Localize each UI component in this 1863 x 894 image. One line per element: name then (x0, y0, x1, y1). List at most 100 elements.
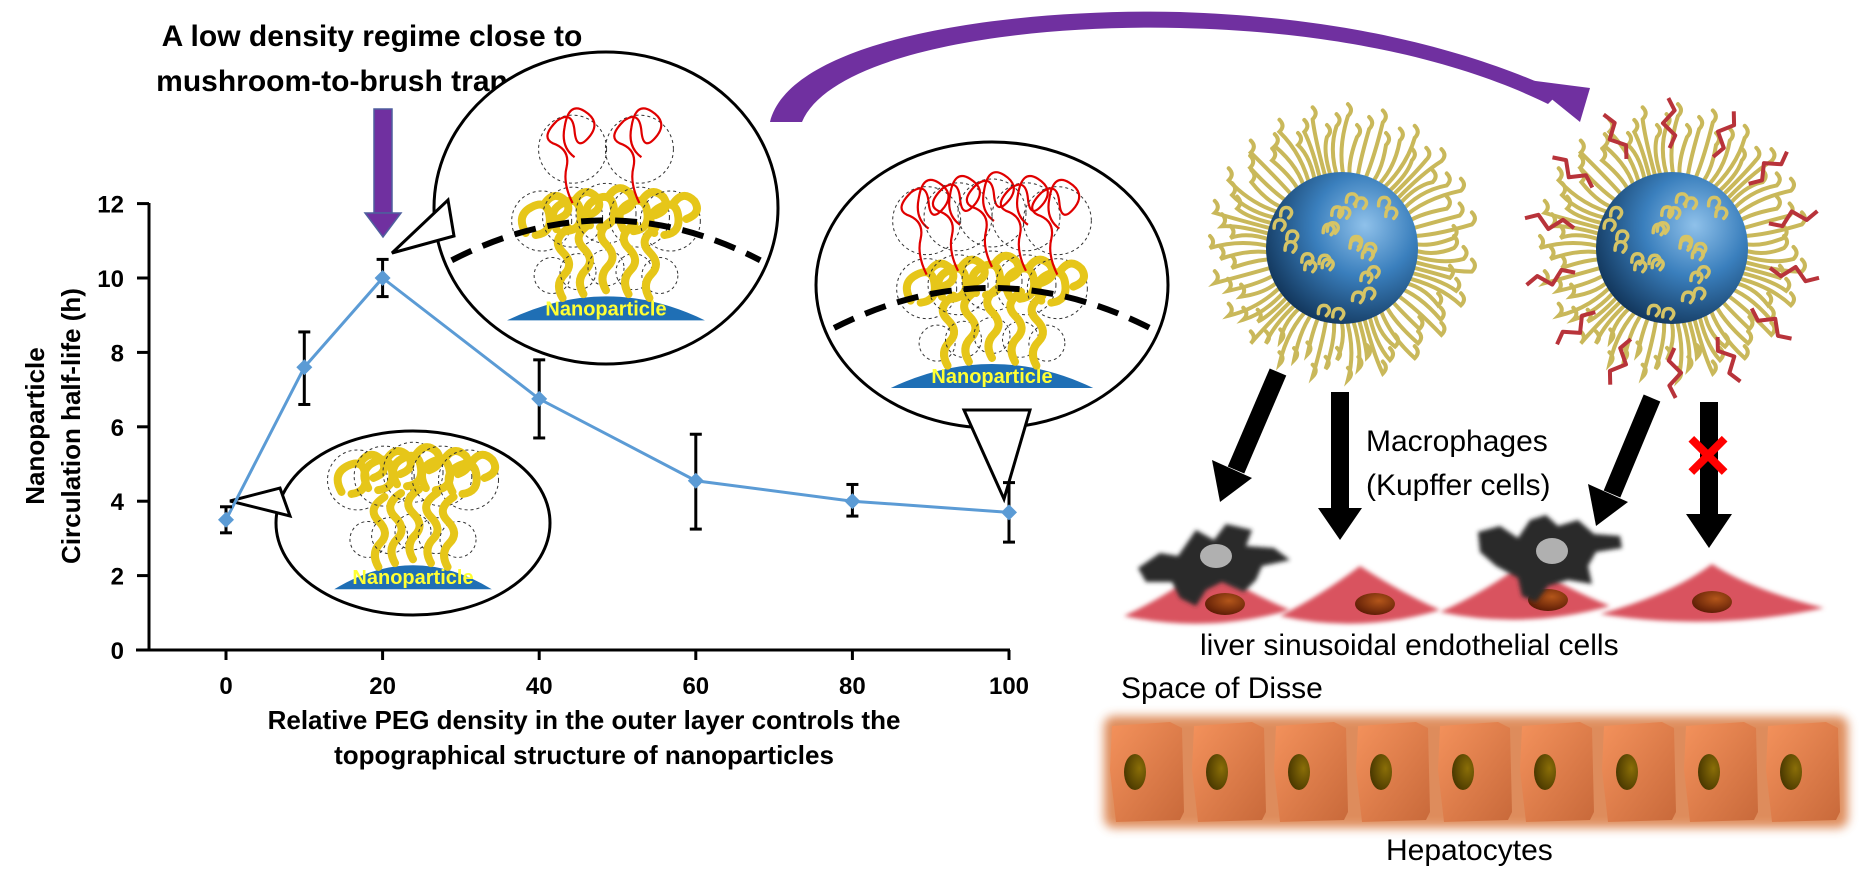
chart-area: 0 2 4 6 8 10 12 0 20 40 60 80 100 Nanoparticle Circ… (20, 192, 1029, 770)
peg-chain-red (965, 171, 1015, 268)
callout-bubble-100: Nanoparticle (814, 140, 1170, 504)
peg-chain-yellow (389, 443, 444, 564)
dashed-boundary (832, 285, 1152, 331)
peg-chain-red (1660, 97, 1678, 149)
peg-chain-red (1555, 310, 1596, 346)
x-tick-label: 100 (989, 673, 1029, 700)
callout-bubble-20: Nanoparticle (390, 50, 780, 366)
peg-chain-red (613, 107, 663, 204)
x-tick-label: 40 (526, 673, 553, 700)
macrophages-label: Macrophages (1366, 425, 1548, 458)
hepatocyte-nucleus (1206, 754, 1228, 790)
headline-line-1: A low density regime close to (162, 20, 583, 53)
hepatocyte-nucleus (1370, 754, 1392, 790)
uptake-arrow-icon (1212, 368, 1287, 502)
blocked-x-icon: ✕ (1682, 423, 1734, 492)
endothelial-nucleus (1692, 591, 1732, 613)
peg-chain-red (999, 174, 1049, 272)
peg-chain-red (1524, 212, 1576, 232)
hepatocyte-cell (1438, 722, 1512, 822)
x-tick-label: 80 (839, 673, 866, 700)
data-point (1001, 504, 1017, 521)
curved-purple-arrow-icon (770, 11, 1590, 122)
hepatocyte-nucleus (1534, 754, 1556, 790)
hepatocyte-cell (1274, 722, 1348, 822)
nanoparticle-label: Nanoparticle (931, 366, 1052, 388)
y-tick-label: 8 (111, 340, 124, 367)
uptake-arrow-icon (1588, 394, 1661, 526)
peg-chain-red (1768, 209, 1819, 229)
hepatocytes-label: Hepatocytes (1386, 834, 1553, 867)
peg-chain-yellow (615, 188, 671, 299)
data-point (218, 511, 234, 528)
peg-chain-red (1552, 155, 1595, 189)
macrophage-nucleus (1536, 538, 1568, 564)
nanoparticle-sphere-uniform (1208, 102, 1477, 387)
peg-chain-red (1602, 112, 1629, 160)
dashed-boundary (450, 217, 762, 263)
endothelial-label: liver sinusoidal endothelial cells (1200, 629, 1619, 662)
peg-chain-red (1525, 267, 1576, 287)
data-point (531, 390, 548, 407)
peg-chain-red (1711, 111, 1737, 159)
y-tick-label: 4 (111, 489, 125, 516)
peg-chain-red (1748, 150, 1789, 186)
hepatocyte-cell (1192, 722, 1266, 822)
x-tick-label: 0 (219, 673, 232, 700)
uptake-arrow-icon (1318, 392, 1362, 540)
hepatocyte-cell (1684, 722, 1758, 822)
nanoparticle-sphere-two-layer (1524, 97, 1820, 399)
hepatocyte-nucleus (1616, 754, 1638, 790)
endothelial-cell (1280, 566, 1440, 624)
data-point (374, 270, 391, 286)
hepatocyte-cell (1356, 722, 1430, 822)
hepatocyte-cell (1602, 722, 1676, 822)
hepatocyte-nucleus (1124, 754, 1146, 790)
nanoparticle-label: Nanoparticle (352, 567, 473, 589)
data-point (296, 359, 313, 376)
peg-chain-red (1715, 336, 1742, 384)
hepatocyte-nucleus (1452, 754, 1474, 790)
nanoparticle-cap (334, 565, 492, 590)
macrophage-nucleus (1200, 544, 1232, 568)
peg-chain-red (900, 178, 950, 276)
x-tick-label: 20 (369, 673, 396, 700)
y-axis-label-line-1: Nanoparticle (20, 347, 50, 505)
y-tick-label: 10 (97, 266, 124, 293)
callout-bubble-0: Nanoparticle (229, 429, 552, 617)
endothelial-nucleus (1205, 593, 1245, 615)
data-point (687, 472, 704, 489)
peg-chain-red (1749, 307, 1792, 341)
hepatocyte-cell (1766, 722, 1840, 822)
uptake-arrows (1212, 368, 1732, 548)
peg-chain-red (1607, 337, 1633, 385)
peg-chain-red (1768, 264, 1820, 284)
y-tick-label: 0 (111, 638, 124, 665)
nanoparticle-sphere (1266, 172, 1418, 324)
nanoparticle-cap (890, 363, 1094, 388)
x-axis-label-line-2: topographical structure of nanoparticles (334, 740, 834, 770)
hepatocyte-cell (1520, 722, 1594, 822)
x-tick-label: 60 (682, 673, 709, 700)
nanoparticle-label: Nanoparticle (545, 298, 666, 320)
y-tick-label: 2 (111, 564, 124, 591)
peg-chain-yellow (640, 191, 701, 303)
nanoparticle-cap (507, 296, 705, 321)
endothelial-nucleus (1355, 593, 1395, 615)
endothelial-cell (1124, 566, 1290, 624)
kupffer-label: (Kupffer cells) (1366, 469, 1551, 502)
hepatocyte-nucleus (1288, 754, 1310, 790)
peg-chain-red (931, 174, 981, 272)
hepatocyte-nucleus (1698, 754, 1720, 790)
hepatocyte-cell (1110, 722, 1184, 822)
y-tick-label: 12 (97, 192, 124, 219)
y-tick-label: 6 (111, 415, 124, 442)
peg-chain-yellow (438, 450, 500, 571)
nanoparticle-sphere (1596, 172, 1748, 324)
y-axis-label-line-2: Circulation half-life (h) (56, 288, 86, 564)
peg-chain-yellow (1027, 259, 1088, 370)
hepatocyte-nucleus (1780, 754, 1802, 790)
space-of-disse-label: Space of Disse (1121, 672, 1323, 705)
peg-chain-red (546, 107, 596, 204)
